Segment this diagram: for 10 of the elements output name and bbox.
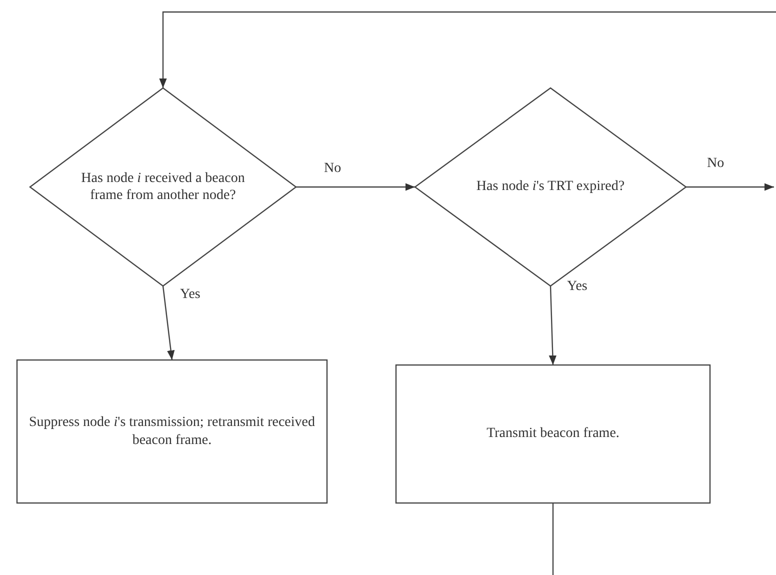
process-text: Transmit beacon frame. [486, 425, 620, 443]
arrow [296, 183, 415, 191]
decision-text: Has node i received a beacon frame from another node? [80, 170, 246, 204]
connector-line [552, 503, 554, 575]
process-text: Suppress node i's transmission; retransmit received beacon frame. [28, 414, 316, 449]
arrow [162, 286, 175, 360]
decision-text: Has node i's TRT expired? [476, 178, 626, 196]
arrow [159, 11, 776, 88]
arrow [686, 183, 774, 191]
arrow [548, 286, 557, 366]
